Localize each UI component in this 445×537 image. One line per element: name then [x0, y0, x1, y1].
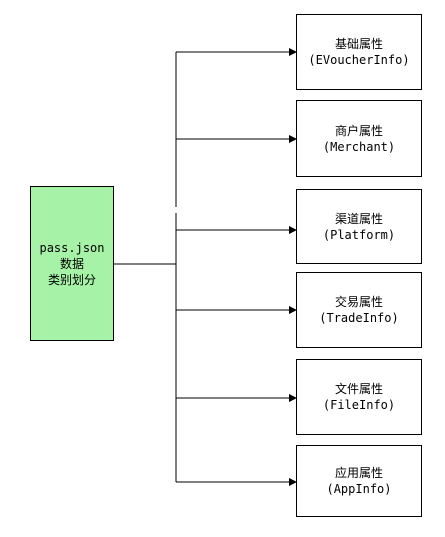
category-subtitle: (AppInfo) — [326, 482, 392, 496]
category-node-basic: 基础属性 (EVoucherInfo) — [296, 14, 422, 90]
category-subtitle: (Platform) — [322, 227, 396, 242]
category-subtitle: (TradeInfo) — [319, 311, 399, 325]
root-node: pass.json 数据 类别划分 — [30, 186, 114, 341]
category-node-trade: 交易属性 (TradeInfo) — [296, 272, 422, 348]
root-label-line-3: 类别划分 — [47, 272, 96, 287]
category-title: 文件属性 — [334, 382, 383, 396]
category-title: 基础属性 — [334, 37, 383, 51]
root-label-line-1: pass.json — [39, 240, 105, 255]
category-node-file: 文件属性 (FileInfo) — [296, 359, 422, 435]
category-title: 渠道属性 — [334, 211, 383, 226]
category-node-merchant: 商户属性 (Merchant) — [296, 100, 422, 177]
category-node-app: 应用属性 (AppInfo) — [296, 445, 422, 517]
category-title: 商户属性 — [334, 123, 383, 138]
root-label-line-2: 数据 — [59, 256, 84, 271]
category-subtitle: (Merchant) — [322, 139, 396, 154]
category-subtitle: (EVoucherInfo) — [308, 53, 410, 67]
category-title: 交易属性 — [334, 295, 383, 309]
category-subtitle: (FileInfo) — [322, 398, 396, 412]
category-title: 应用属性 — [334, 466, 383, 480]
category-node-platform: 渠道属性 (Platform) — [296, 189, 422, 264]
